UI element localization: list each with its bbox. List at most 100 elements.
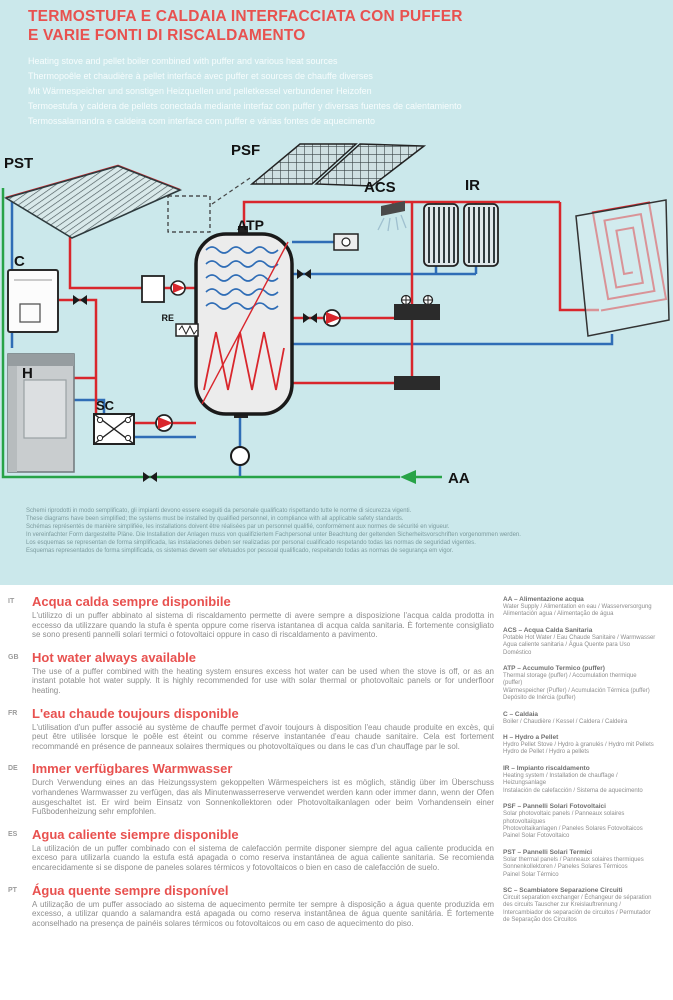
pump-solar	[170, 280, 186, 296]
solar-thermal-panel	[4, 165, 183, 239]
underfloor-return	[292, 334, 614, 346]
block-title: Hot water always available	[32, 649, 197, 665]
block-title: Água quente sempre disponível	[32, 882, 229, 898]
shower-spray	[377, 214, 407, 232]
lang-block-it: IT Acqua calda sempre disponibile L'util…	[8, 594, 494, 640]
stove-cold-stub	[74, 398, 106, 414]
label-pst: PST	[4, 155, 33, 172]
block-body: A utilização de um puffer associado ao s…	[32, 899, 494, 928]
legend-title: PST – Pannelli Solari Termici	[503, 848, 593, 856]
legend-title: ACS – Acqua Calda Sanitaria	[503, 626, 593, 634]
radiator-right	[463, 203, 499, 267]
text-section: IT Acqua calda sempre disponibile L'util…	[0, 592, 673, 1000]
hydraulic-schematic: PST PSF ACS IR ATP C H RE SC AA	[0, 138, 673, 506]
boiler-burner	[19, 303, 41, 323]
disclaimer-line-es: Los esquemas se representan de forma sim…	[26, 540, 476, 546]
subtitle-en: Heating stove and pellet boiler combined…	[28, 56, 338, 66]
label-c: C	[14, 253, 25, 270]
label-acs: ACS	[364, 179, 396, 196]
page-title: TERMOSTUFA E CALDAIA INTERFACCIATA CON P…	[28, 7, 463, 45]
tank-heating-coil	[201, 241, 289, 405]
tank-top-stub	[238, 226, 248, 234]
legend-title: IR – Impianto riscaldamento	[503, 764, 590, 772]
expansion-vessel	[230, 446, 250, 466]
legend-item-sc: SC – Scambiatore Separazione Circuiti Ci…	[503, 887, 667, 925]
boiler	[7, 269, 59, 333]
lang-block-gb: GB Hot water always available The use of…	[8, 650, 494, 696]
page-title-line2: E VARIE FONTI DI RISCALDAMENTO	[28, 27, 306, 44]
block-title: Agua caliente siempre disponible	[32, 826, 239, 842]
lang-code: IT	[8, 598, 15, 605]
block-body: Durch Verwendung eines an das Heizungssy…	[32, 778, 494, 817]
pump-heating	[323, 309, 341, 327]
pellet-stove	[7, 353, 75, 473]
legend-title: PSF – Pannelli Solari Fotovoltaici	[503, 803, 606, 811]
label-atp: ATP	[237, 217, 264, 233]
valve-icon	[73, 295, 87, 305]
legend-body: Circuit separation exchanger / Échangeur…	[503, 894, 652, 924]
inverter-dashed-box	[167, 195, 211, 233]
subtitle-es: Termoestufa y caldera de pellets conecta…	[28, 101, 462, 111]
schematic-svg: PST PSF ACS IR ATP C H RE SC AA	[1, 142, 670, 487]
lang-code: PT	[8, 886, 17, 894]
block-body: La utilización de un puffer combinado co…	[32, 843, 494, 872]
shower-head-body	[381, 201, 405, 216]
pv-cable	[211, 177, 251, 205]
legend-item-c: C – Caldaia Boiler / Chaudière / Kessel …	[503, 711, 667, 726]
legend-title: SC – Scambiatore Separazione Circuiti	[503, 886, 623, 894]
abbreviation-legend: AA – Alimentazione acqua Water Supply / …	[503, 596, 667, 933]
tank-solar-coil	[205, 246, 279, 310]
main-flow-line	[242, 200, 560, 234]
buffer-tank	[175, 226, 294, 418]
block-title: L'eau chaude toujours disponible	[32, 705, 239, 721]
legend-title: ATP – Accumulo Termico (puffer)	[503, 665, 605, 673]
subtitle-de: Mit Wärmespeicher und sonstigen Heizquel…	[28, 86, 372, 96]
disclaimer-line-fr: Schémas représentés de manière simplifié…	[26, 524, 450, 530]
valve-icon	[143, 472, 157, 482]
shower-head	[377, 201, 407, 232]
legend-title: H – Hydro a Pellet	[503, 734, 559, 742]
pump-exchanger	[155, 414, 173, 432]
boiler-stove-loop	[58, 298, 98, 415]
block-title: Immer verfügbares Warmwasser	[32, 761, 233, 777]
pv-panel-left	[249, 143, 358, 185]
valve-icon	[303, 313, 317, 323]
legend-body: Potable Hot Water / Eau Chaude Sanitaire…	[503, 634, 656, 656]
label-ir: IR	[465, 177, 480, 194]
block-body: L'utilisation d'un puffer associé au sys…	[32, 722, 494, 751]
title-translations: Heating stove and pellet boiler combined…	[28, 54, 462, 129]
legend-body: Solar thermal panels / Panneaux solaires…	[503, 856, 644, 878]
stove-side	[8, 366, 17, 472]
legend-item-aa: AA – Alimentazione acqua Water Supply / …	[503, 596, 667, 619]
label-sc: SC	[96, 398, 115, 413]
subtitle-fr: Thermopoêle et chaudière à pellet interf…	[28, 71, 373, 81]
pv-panel-right	[314, 143, 427, 187]
language-blocks: IT Acqua calda sempre disponibile L'util…	[8, 594, 494, 938]
solar-station-box	[141, 275, 165, 303]
legend-item-ir: IR – Impianto riscaldamento Heating syst…	[503, 765, 667, 795]
legend-body: Solar photovoltaic panels / Panneaux sol…	[503, 811, 643, 840]
legend-item-psf: PSF – Pannelli Solari Fotovoltaici Solar…	[503, 803, 667, 841]
pipes-water-supply	[1, 188, 442, 479]
disclaimer-line-de: In vereinfachter Form dargestellte Pläne…	[26, 532, 521, 538]
disclaimer-line-en: These diagrams have been simplified; the…	[26, 516, 404, 522]
safety-disclaimer: Schemi riprodotti in modo semplificato, …	[26, 507, 646, 555]
label-aa: AA	[448, 470, 470, 487]
valve-icon	[297, 269, 311, 279]
legend-title: C – Caldaia	[503, 710, 539, 718]
legend-body: Heating system / Installation de chauffa…	[503, 772, 643, 794]
label-h: H	[22, 365, 33, 382]
lang-block-de: DE Immer verfügbares Warmwasser Durch Ve…	[8, 761, 494, 816]
page-title-line1: TERMOSTUFA E CALDAIA INTERFACCIATA CON P…	[28, 8, 463, 25]
distribution-manifold-lower	[394, 376, 440, 390]
meter-box	[333, 233, 359, 251]
stove-top	[8, 354, 74, 366]
valve-handle-icon	[401, 295, 411, 305]
legend-item-atp: ATP – Accumulo Termico (puffer) Thermal …	[503, 665, 667, 703]
radiator-return	[292, 266, 478, 276]
heater-element-symbol	[178, 324, 198, 336]
block-body: L'utilizzo di un puffer abbinato al sist…	[32, 611, 494, 640]
diagram-hero-section: TERMOSTUFA E CALDAIA INTERFACCIATA CON P…	[0, 0, 673, 585]
legend-body: Water Supply / Alimentation en eau / Was…	[503, 604, 652, 618]
shutoff-valves	[73, 269, 317, 482]
